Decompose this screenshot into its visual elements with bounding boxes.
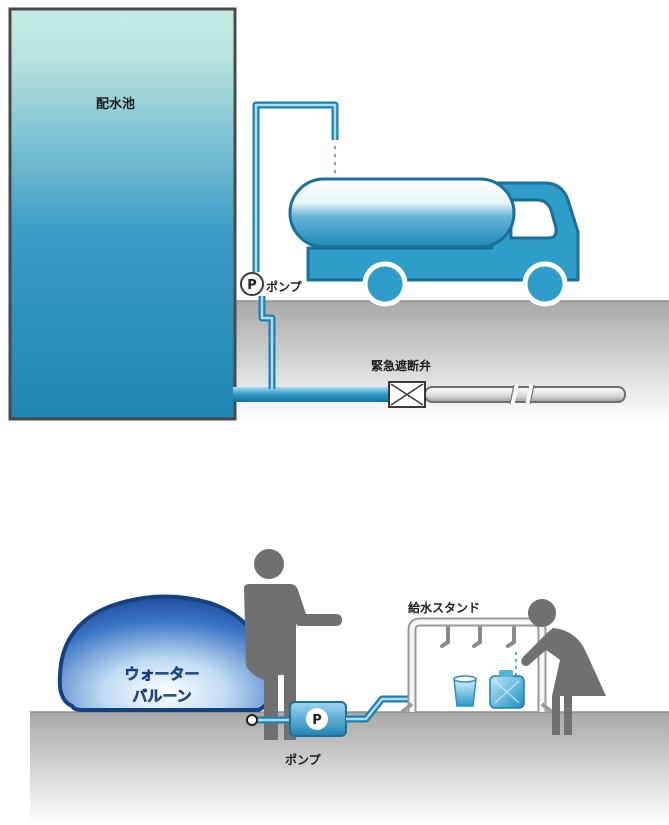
- water-stand-label: 給水スタンド: [408, 600, 480, 615]
- pump-bottom-box: P: [289, 701, 347, 737]
- valve-label: 緊急遮断弁: [371, 358, 431, 373]
- pump-bottom-label: ポンプ: [285, 752, 322, 767]
- reservoir-tank: [8, 7, 237, 421]
- water-truck: [288, 177, 580, 307]
- reservoir-label: 配水池: [96, 96, 135, 112]
- water-balloon: [57, 594, 273, 712]
- pump-top-badge-letter: P: [247, 278, 257, 293]
- main-pipe-gray: [424, 384, 626, 405]
- pump-top-label: ポンプ: [266, 279, 303, 294]
- main-pipe-blue: [233, 387, 393, 402]
- jerry-can: [489, 670, 525, 709]
- ground-bottom: [30, 712, 669, 825]
- man-figure: [244, 549, 342, 740]
- riser-pipe: [252, 101, 339, 389]
- woman-figure: [521, 599, 606, 735]
- hose-to-stand: [346, 695, 412, 723]
- bucket: [453, 678, 477, 707]
- pump-top-badge: P: [240, 272, 264, 296]
- balloon-label-line1: ウォーター: [124, 665, 199, 683]
- balloon-label-line2: バルーン: [132, 687, 191, 705]
- bucket-rim: [453, 675, 477, 683]
- emergency-valve: [388, 381, 426, 408]
- pump-bottom-badge-letter: P: [312, 713, 322, 728]
- water-stand: [400, 617, 554, 714]
- balloon-outlet: [246, 714, 292, 726]
